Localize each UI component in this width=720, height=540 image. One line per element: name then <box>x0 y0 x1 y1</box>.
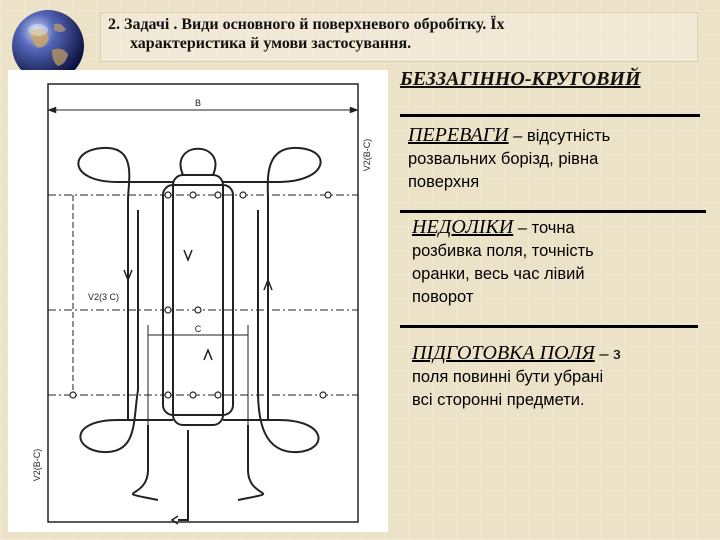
preparation-text-2: поля повинні бути убрані <box>412 368 604 386</box>
disadvantages-text-1: – точна <box>513 219 575 237</box>
dimension-label-b: B <box>195 98 201 108</box>
title-line-2: характеристика й умови застосування. <box>130 35 412 52</box>
advantages-text-3: поверхня <box>408 173 480 191</box>
method-heading: БЕЗЗАГІННО-КРУГОВИЙ <box>400 68 641 90</box>
divider-2 <box>400 210 706 213</box>
disadvantages-text-2: розбивка поля, точність <box>412 242 594 260</box>
disadvantages-text-3: оранки, весь час лівий <box>412 265 585 283</box>
dimension-label-bottom: V2(B-C) <box>32 449 42 482</box>
field-border <box>47 83 359 523</box>
divider-3 <box>400 325 698 328</box>
globe-logo <box>12 10 84 82</box>
preparation-block: ПІДГОТОВКА ПОЛЯ – з поля повинні бути уб… <box>412 342 708 412</box>
slide-title: 2. Задачі . Види основного й поверхневог… <box>108 15 668 53</box>
preparation-text-1: – з <box>594 345 621 363</box>
advantages-text-1: – відсутність <box>508 127 611 145</box>
preparation-keyword: ПІДГОТОВКА ПОЛЯ <box>412 342 595 364</box>
preparation-text-3: всі сторонні предмети. <box>412 391 585 409</box>
disadvantages-block: НЕДОЛІКИ – точна розбивка поля, точність… <box>412 216 708 309</box>
advantages-text-2: розвальних борізд, рівна <box>408 150 599 168</box>
plowing-scheme-drawing: B C V2(B-C) V2(3 C) V2(B-C) <box>8 70 388 532</box>
advantages-block: ПЕРЕВАГИ – відсутність розвальних борізд… <box>408 124 708 194</box>
advantages-keyword: ПЕРЕВАГИ <box>408 124 509 146</box>
disadvantages-keyword: НЕДОЛІКИ <box>412 216 514 238</box>
dimension-label-c: C <box>195 324 202 334</box>
divider-1 <box>400 114 700 117</box>
title-bar <box>100 12 698 62</box>
dimension-label-right: V2(B-C) <box>362 139 372 172</box>
dimension-label-left: V2(3 C) <box>88 292 119 302</box>
title-line-1: 2. Задачі . Види основного й поверхневог… <box>108 16 505 33</box>
disadvantages-text-4: поворот <box>412 288 474 306</box>
